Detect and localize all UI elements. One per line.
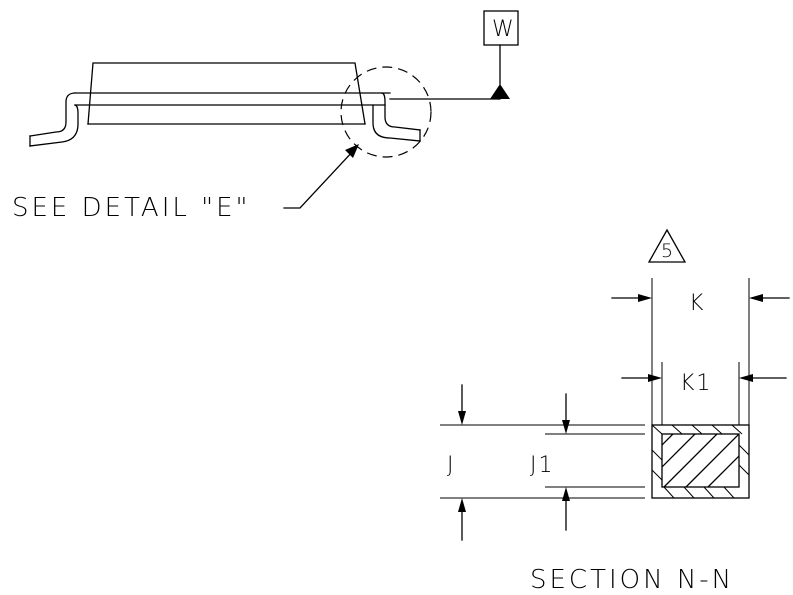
dim-k1-label: K1 — [680, 371, 712, 396]
package-side-view — [29, 62, 421, 147]
lead-cross-section — [651, 424, 750, 499]
dim-k-label: K — [689, 291, 705, 316]
dimension-j — [440, 384, 645, 541]
datum-feature — [389, 10, 519, 100]
dimension-k1 — [621, 362, 787, 425]
dimension-j1 — [545, 393, 645, 531]
dimension-k — [611, 278, 790, 425]
section-title: SECTION N-N — [530, 565, 734, 595]
detail-circle — [340, 66, 432, 158]
detail-callout: SEE DETAIL "E" — [12, 193, 251, 223]
note-flag-triangle — [647, 228, 687, 263]
detail-leader — [283, 144, 359, 209]
dim-j1-label: J1 — [530, 453, 555, 478]
datum-w-label: W — [492, 17, 516, 42]
note-flag-number: 5 — [661, 240, 673, 262]
dim-j-label: J — [447, 453, 456, 478]
